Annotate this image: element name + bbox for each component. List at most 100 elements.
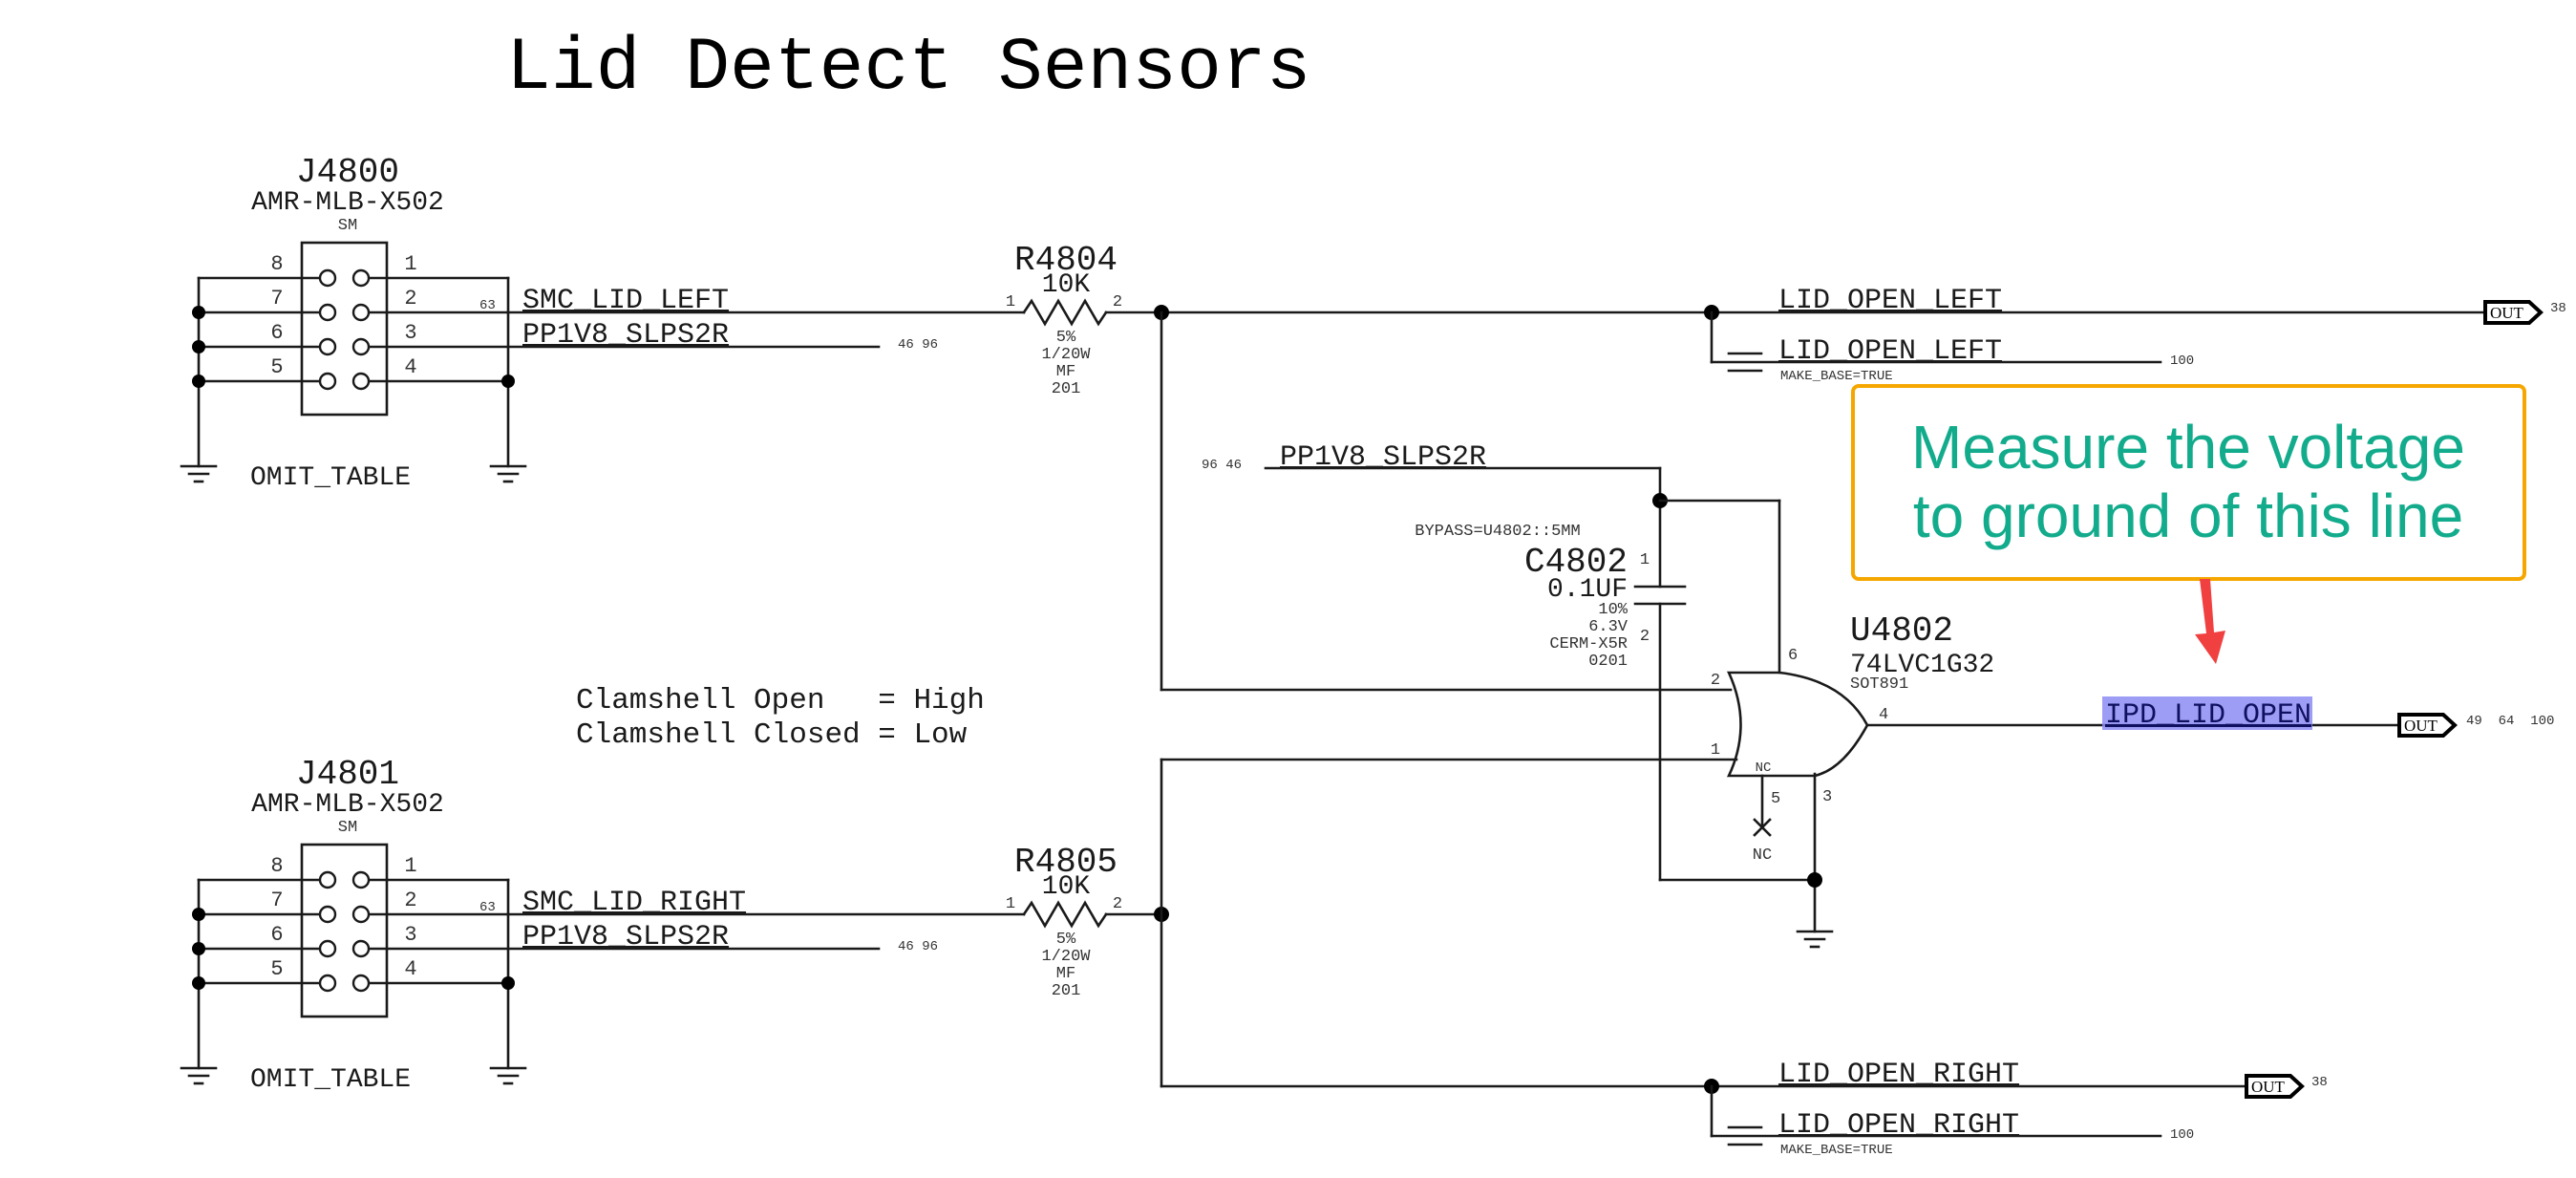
net-page-refs: 96 46: [1202, 458, 1242, 473]
connector-j4800[interactable]: J4800 AMR-MLB-X502 SM 8 7 6 5 1 2: [180, 153, 938, 493]
output-lid-open-right[interactable]: LID_OPEN_RIGHT OUT 38 LID_OPEN_RIGHT 100…: [1727, 1059, 2328, 1158]
pin-number: 6: [270, 321, 283, 345]
pin-circle: [351, 974, 371, 993]
out-flag-label: OUT: [2490, 304, 2524, 322]
resistor-value: 10K: [1042, 270, 1091, 300]
omit-table-label: OMIT_TABLE: [250, 463, 411, 493]
pin-circle: [318, 337, 337, 356]
net-highlight: [2102, 696, 2312, 730]
gate-part: 74LVC1G32: [1850, 651, 1994, 680]
pin-number: 1: [1006, 895, 1015, 913]
resistor-size: 201: [1052, 380, 1081, 398]
ground-icon: [1796, 930, 1834, 949]
output-lid-open-left[interactable]: LID_OPEN_LEFT OUT 38 LID_OPEN_LEFT 100 M…: [1727, 285, 2566, 384]
ground-icon: [489, 464, 527, 483]
net-label-pp1v8[interactable]: PP1V8_SLPS2R: [522, 319, 729, 352]
capacitor-value: 0.1UF: [1547, 575, 1628, 605]
resistor-zigzag: [1022, 900, 1108, 929]
resistor-r4804[interactable]: R4804 10K 1 2 5% 1/20W MF 201: [1006, 241, 1122, 398]
junction-dot: [192, 375, 205, 388]
bypass-prop: BYPASS=U4802::5MM: [1415, 523, 1580, 541]
net-label-lid-open-left[interactable]: LID_OPEN_LEFT: [1778, 285, 2002, 317]
pin-number: 1: [1711, 741, 1720, 760]
note-closed-low: Clamshell Closed = Low: [576, 718, 968, 752]
resistor-power: 1/20W: [1041, 346, 1091, 364]
net-alias-label[interactable]: LID_OPEN_RIGHT: [1778, 1109, 2019, 1142]
resistor-tolerance: 5%: [1056, 931, 1076, 949]
pin-number: 4: [404, 957, 416, 981]
junction-dot: [501, 375, 515, 388]
supply-net[interactable]: 96 46 PP1V8_SLPS2R: [1202, 441, 1781, 675]
pin-number: 8: [270, 854, 283, 878]
callout-line-1: Measure the voltage: [1911, 413, 2465, 482]
pin-number: 7: [270, 889, 283, 912]
junction-dot: [192, 942, 205, 955]
net-page-refs: 49 64 100: [2466, 714, 2554, 729]
net-page-ref: 100: [2170, 353, 2194, 369]
resistor-type: MF: [1056, 363, 1075, 381]
connector-pins: [197, 268, 881, 391]
net-label-lid-open-right[interactable]: LID_OPEN_RIGHT: [1778, 1059, 2019, 1091]
pin-number: 2: [1113, 895, 1122, 913]
connector-j4801[interactable]: J4801 AMR-MLB-X502 SM 8 7 6 5 1 2 3: [180, 755, 1026, 1095]
callout-line-2: to ground of this line: [1913, 482, 2463, 550]
capacitor-dielectric: CERM-X5R: [1549, 635, 1628, 653]
capacitor-c4802[interactable]: BYPASS=U4802::5MM C4802 0.1UF 10% 6.3V C…: [1415, 523, 1817, 882]
connector-body: [300, 843, 389, 1018]
pin-circle: [318, 939, 337, 958]
capacitor-size: 0201: [1588, 653, 1628, 671]
pin-number: 8: [270, 252, 283, 276]
pin-circle: [351, 905, 371, 924]
gate-ref: U4802: [1850, 611, 1953, 651]
pin-number: 3: [1822, 788, 1832, 806]
out-flag-label: OUT: [2251, 1078, 2286, 1096]
net-page-ref: 38: [2550, 301, 2566, 316]
out-flag-label: OUT: [2404, 717, 2438, 735]
pin-number: 7: [270, 287, 283, 311]
connector-pins: [197, 870, 881, 993]
junction-dot: [501, 976, 515, 990]
capacitor-voltage: 6.3V: [1588, 618, 1629, 636]
junction-dot: [192, 908, 205, 921]
pin-circle: [351, 268, 371, 288]
note-open-high: Clamshell Open = High: [576, 684, 985, 718]
net-page-ref: 63: [479, 900, 496, 915]
connector-package: SM: [338, 819, 357, 837]
pin-number: 1: [1640, 551, 1650, 569]
out-flag-icon: [2483, 300, 2544, 325]
no-connect-icon: [1753, 818, 1772, 837]
connector-ref: J4801: [296, 755, 399, 794]
resistor-power: 1/20W: [1041, 948, 1091, 966]
pin-circle: [318, 303, 337, 322]
net-label-pp1v8[interactable]: PP1V8_SLPS2R: [522, 921, 729, 953]
resistor-r4805[interactable]: R4805 10K 1 2 5% 1/20W MF 201: [1006, 843, 1163, 1000]
net-page-ref: 38: [2311, 1075, 2328, 1090]
connector-body: [300, 241, 389, 417]
callout: Measure the voltage to ground of this li…: [1851, 384, 2526, 664]
pin-number: 1: [1006, 293, 1015, 311]
pin-circle: [351, 337, 371, 356]
pin-number: 5: [1771, 790, 1780, 808]
arrow-down-icon: [2195, 579, 2225, 664]
make-base-prop: MAKE_BASE=TRUE: [1780, 1143, 1893, 1158]
capacitor-ref: C4802: [1524, 543, 1628, 582]
net-alias-label[interactable]: LID_OPEN_LEFT: [1778, 335, 2002, 368]
or-gate-u4802[interactable]: U4802 74LVC1G32 SOT891 2 1 6 4 NC 5 NC 3: [1160, 611, 1994, 949]
pin-circle: [351, 303, 371, 322]
pin-number: 2: [1711, 672, 1720, 690]
pin-number: 2: [1113, 293, 1122, 311]
pin-circle: [318, 870, 337, 889]
pin-number: 6: [1788, 647, 1798, 665]
nc-label: NC: [1753, 846, 1772, 865]
callout-box: [1851, 384, 2526, 581]
ground-icon: [180, 1066, 218, 1085]
pin-circle: [318, 905, 337, 924]
pin-number: 5: [270, 355, 283, 379]
junction-dot: [1807, 872, 1822, 888]
connector-package: SM: [338, 217, 357, 235]
pin-number: 2: [404, 889, 416, 912]
net-label-ipd-lid-open[interactable]: IPD_LID_OPEN: [2105, 699, 2311, 732]
output-ipd-lid-open[interactable]: IPD_LID_OPEN OUT 49 64 100: [1865, 696, 2554, 738]
pin-number: 1: [404, 252, 416, 276]
